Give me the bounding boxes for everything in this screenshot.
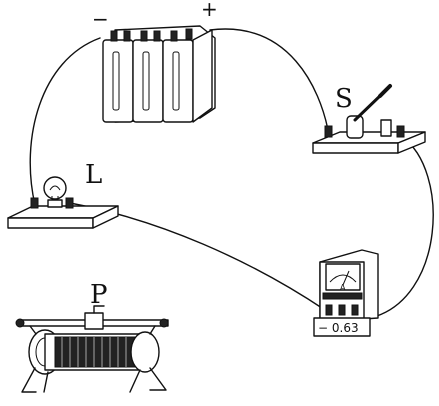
lamp-label: L: [85, 160, 102, 190]
lamp: [7, 176, 119, 229]
switch: [312, 84, 426, 154]
battery-pack: [102, 25, 216, 123]
rheostat: [15, 305, 169, 393]
battery-positive-label: +: [201, 0, 218, 21]
battery-negative-label: −: [92, 7, 109, 31]
switch-label: S: [335, 84, 353, 114]
wire-battery-positive-to-switch: [209, 28, 329, 131]
wire-switch-to-ammeter: [369, 136, 434, 319]
rheostat-label: P: [90, 280, 108, 310]
wire-battery-negative-to-lamp: [29, 37, 101, 206]
ammeter-terminal-labels: − 0.63: [318, 321, 359, 335]
ammeter-symbol: A: [340, 283, 346, 292]
ammeter: A: [313, 249, 379, 337]
